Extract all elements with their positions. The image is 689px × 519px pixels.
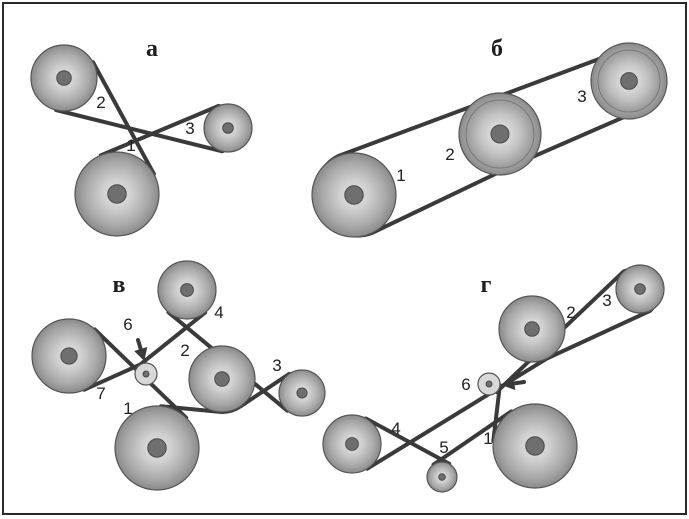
pulley-number-label: 7 <box>96 384 105 403</box>
pulley-number-label: 2 <box>445 145 454 164</box>
pulley-6 <box>477 372 501 396</box>
pulley-2 <box>30 44 98 112</box>
pulley-number-label: 4 <box>214 303 223 322</box>
pulley-1 <box>311 152 397 238</box>
pulley-1 <box>74 151 160 237</box>
pulley-number-label: 3 <box>602 291 611 310</box>
belts-layer <box>50 47 663 471</box>
pulley-number-label: 2 <box>180 341 189 360</box>
pulley-2 <box>188 345 256 413</box>
arrows-layer <box>134 338 526 391</box>
pulley-number-label: 1 <box>123 399 132 418</box>
pulley-number-label: 3 <box>185 119 194 138</box>
labels-layer: 2 1 3 а 1 2 3 б 7 6 4 2 3 1 в 3 2 6 1 5 4 г <box>96 36 611 457</box>
pulley-2 <box>458 92 542 176</box>
panel-label: в <box>113 272 126 298</box>
pulley-hub <box>634 283 646 295</box>
pulley-hub <box>345 437 359 451</box>
pulley-number-label: 2 <box>566 303 575 322</box>
panel-label: б <box>491 36 503 62</box>
pulley-3 <box>590 42 668 120</box>
pulley-hub <box>438 473 446 481</box>
pulley-hub <box>524 321 540 337</box>
belt-3 <box>70 304 300 420</box>
pulley-4 <box>322 414 382 474</box>
pulley-4 <box>157 260 217 320</box>
pulley-number-label: 1 <box>396 166 405 185</box>
pointer-arrow-icon <box>134 338 148 361</box>
pulley-number-label: 6 <box>123 315 132 334</box>
pulley-hub <box>60 347 78 365</box>
pulley-hub <box>107 184 127 204</box>
pulley-7 <box>31 318 107 394</box>
pulley-hub <box>222 122 234 134</box>
panel-label: г <box>481 272 492 298</box>
pulley-number-label: 1 <box>126 136 135 155</box>
pulley-2 <box>498 295 566 363</box>
belt-drive-diagram: 2 1 3 а 1 2 3 б 7 6 4 2 3 1 в 3 2 6 1 5 4 г <box>30 36 668 493</box>
pulley-hub <box>490 124 510 144</box>
pulley-6 <box>134 362 158 386</box>
pulley-number-label: 5 <box>439 438 448 457</box>
pulley-3 <box>278 369 326 417</box>
pulley-hub <box>214 371 230 387</box>
pulley-hub <box>147 438 167 458</box>
pulley-hub <box>344 185 364 205</box>
pulley-number-label: 6 <box>461 375 470 394</box>
pulley-hub <box>525 436 545 456</box>
pointer-arrow-icon <box>501 376 526 391</box>
arrow-head <box>134 346 148 361</box>
pulley-hub <box>620 72 638 90</box>
pulley-hub <box>142 370 150 378</box>
pulley-number-label: 1 <box>483 429 492 448</box>
pulley-number-label: 3 <box>577 87 586 106</box>
pulley-hub <box>180 283 194 297</box>
panel-label: а <box>146 36 158 62</box>
pulley-1 <box>492 403 578 489</box>
pulley-1 <box>114 405 200 491</box>
pulley-number-label: 4 <box>391 419 400 438</box>
pulley-3 <box>615 264 665 314</box>
pulley-5 <box>426 461 458 493</box>
pulley-hub <box>485 380 493 388</box>
pulley-hub <box>56 70 72 86</box>
pulley-hub <box>296 387 308 399</box>
arrow-head <box>501 376 516 391</box>
pulley-number-label: 3 <box>272 356 281 375</box>
pulleys-layer <box>30 42 668 493</box>
pulley-number-label: 2 <box>96 93 105 112</box>
pulley-3 <box>203 103 253 153</box>
